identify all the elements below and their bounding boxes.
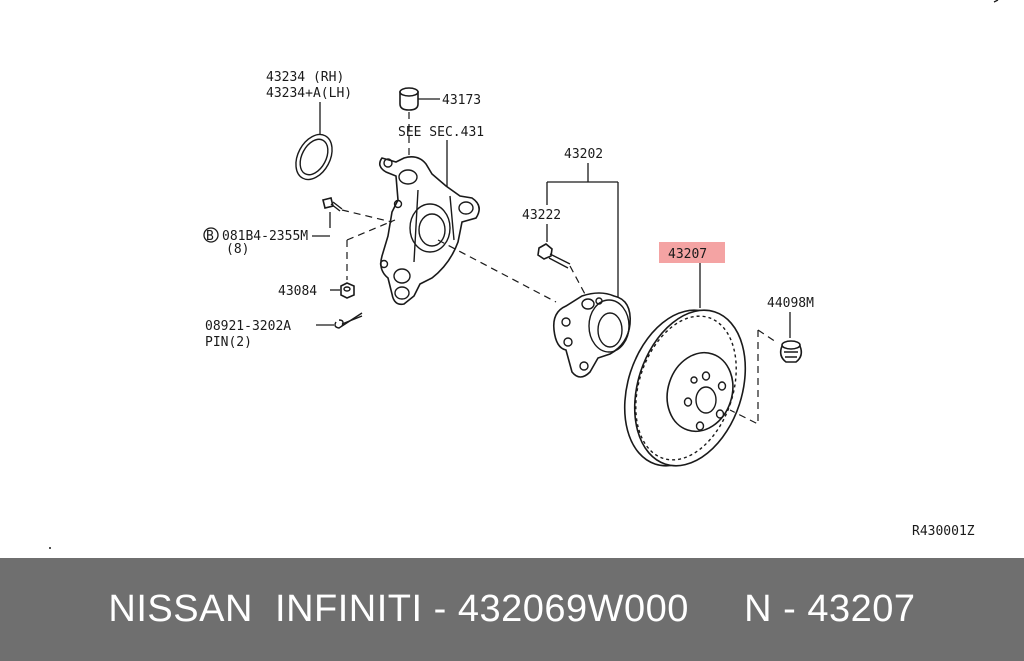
label-43207[interactable]: 43207 [668,247,707,262]
part-number-banner: NISSAN INFINITI - 432069W000 N - 43207 [0,558,1024,661]
label-43234-rh[interactable]: 43234 (RH) [266,70,344,85]
label-08921-3202a[interactable]: 08921-3202A [205,319,291,334]
cap-part [779,340,803,363]
cotter-pin-part [334,312,363,329]
label-bolt-qty: (8) [226,242,249,257]
knuckle-bolt-part [322,197,343,212]
parts-diagram: 43234 (RH) 43234+A(LH) 43173 SEE SEC.431… [49,0,999,549]
label-43202[interactable]: 43202 [564,147,603,162]
corner-mark [993,0,999,3]
diagram-code: R430001Z [912,524,975,539]
hub-bolt-part [537,243,571,269]
label-see-sec-431[interactable]: SEE SEC.431 [398,125,484,140]
hub-part [552,292,631,378]
nut-part [340,282,355,299]
label-pin-2: PIN(2) [205,335,252,350]
bolt-symbol-circle [203,227,219,243]
label-43234-lh[interactable]: 43234+A(LH) [266,86,352,101]
label-44098m[interactable]: 44098M [767,296,814,311]
label-081b4-2355m[interactable]: 081B4-2355M [222,229,308,244]
label-43222[interactable]: 43222 [522,208,561,223]
label-43173[interactable]: 43173 [442,93,481,108]
brake-rotor-part [623,309,747,467]
bolt-symbol: B [206,229,214,244]
label-43207-highlight [659,242,725,263]
dot-mark [49,547,51,549]
bushing-part [399,87,419,111]
knuckle-part [378,156,480,306]
banner-text: NISSAN INFINITI - 432069W000 N - 43207 [108,588,916,630]
seal-ring-part [295,133,333,181]
label-43084[interactable]: 43084 [278,284,317,299]
